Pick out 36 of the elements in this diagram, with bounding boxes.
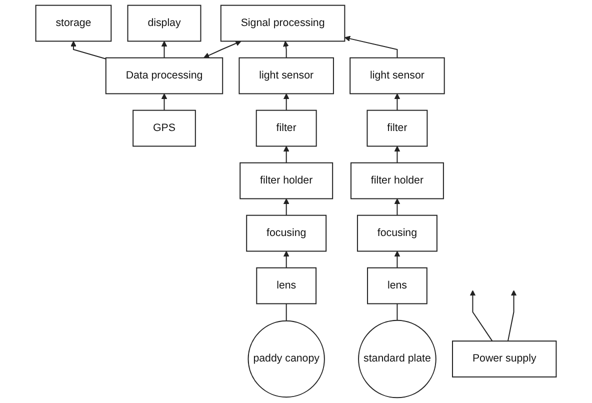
node-box: filter holder xyxy=(350,162,444,200)
node-box: focusing xyxy=(356,214,438,252)
arrow xyxy=(70,40,106,60)
arrow xyxy=(394,250,400,268)
arrow xyxy=(283,250,290,268)
node-box: display xyxy=(127,4,202,42)
node-box: filter holder xyxy=(240,162,334,200)
node-box: storage xyxy=(35,4,112,42)
node-box: light sensor xyxy=(350,57,445,94)
arrow xyxy=(204,40,242,58)
node-circle: standard plate xyxy=(358,320,436,398)
node-box: filter xyxy=(256,110,317,147)
arrow xyxy=(161,93,168,111)
node-box: Power supply xyxy=(452,340,557,378)
arrow xyxy=(470,290,493,342)
connector xyxy=(396,303,398,321)
arrow xyxy=(344,36,398,58)
node-box: filter xyxy=(366,110,428,147)
node-box: focusing xyxy=(246,214,327,252)
node-box: GPS xyxy=(132,110,196,147)
node-circle: paddy canopy xyxy=(248,320,325,398)
node-box: Data processing xyxy=(105,57,224,94)
node-box: lens xyxy=(256,267,317,304)
arrow xyxy=(283,40,289,58)
arrow xyxy=(283,146,290,164)
node-box: Signal processing xyxy=(220,4,346,42)
node-box: lens xyxy=(367,267,428,304)
node-box: light sensor xyxy=(238,57,334,94)
arrow xyxy=(283,198,290,216)
arrow xyxy=(507,290,517,342)
arrow xyxy=(394,198,400,216)
connector xyxy=(286,303,287,322)
arrow xyxy=(394,93,400,111)
arrow xyxy=(161,40,168,58)
arrow xyxy=(394,146,400,164)
arrow xyxy=(283,93,290,111)
